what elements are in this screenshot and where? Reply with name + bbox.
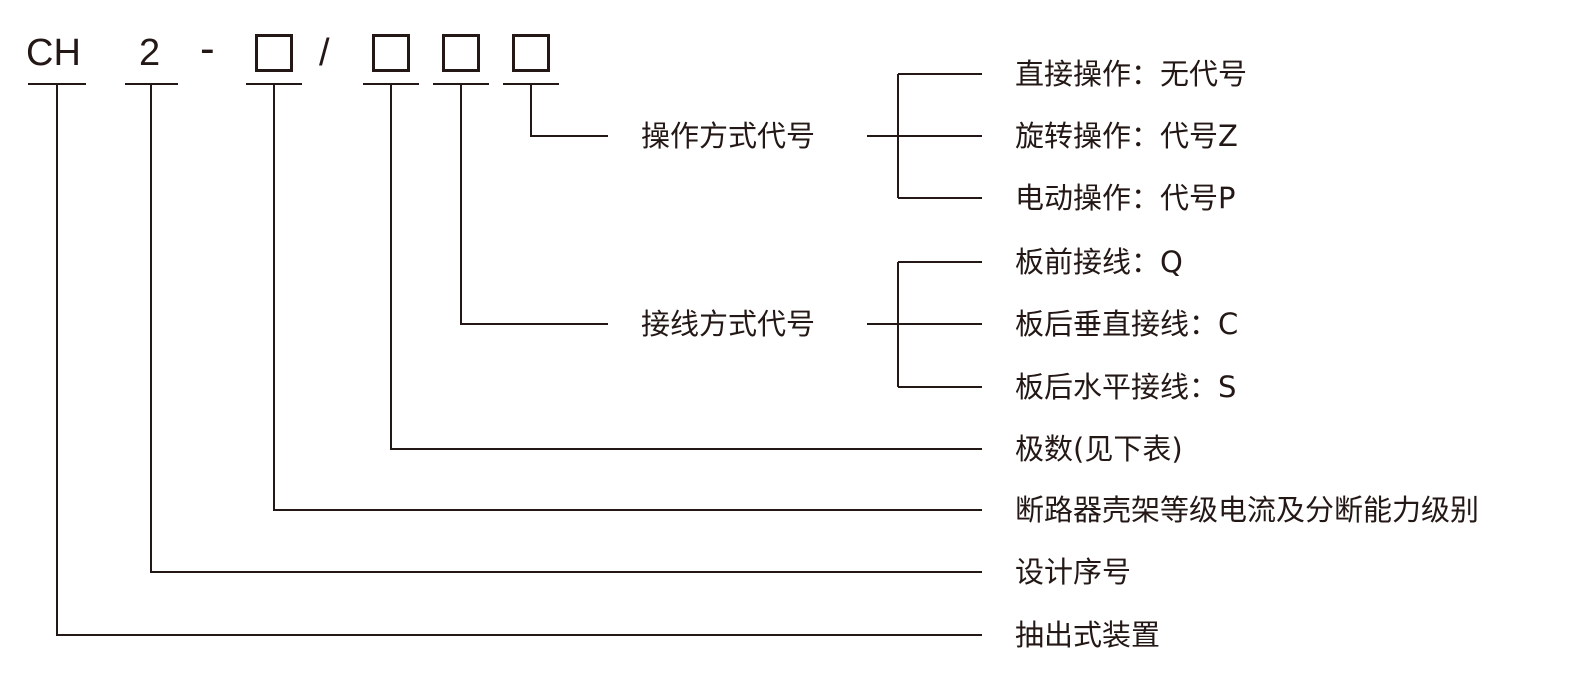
wiring-option-front: 板前接线：Q <box>1015 245 1183 279</box>
field-frame: 断路器壳架等级电流及分断能力级别 <box>1015 493 1480 527</box>
field-poles: 极数(见下表) <box>1015 432 1183 466</box>
code-slash: / <box>319 32 330 74</box>
wiring-option-rear-horizontal: 板后水平接线：S <box>1015 370 1237 404</box>
operation-option-rotary: 旋转操作：代号Z <box>1015 119 1238 153</box>
code-prefix: CH <box>26 32 81 74</box>
leader-frame <box>273 84 982 511</box>
code-box-wiring <box>442 34 480 72</box>
leader-drawout <box>56 84 982 636</box>
code-box-frame <box>255 34 293 72</box>
field-drawout: 抽出式装置 <box>1015 618 1161 652</box>
operation-option-motor: 电动操作：代号P <box>1015 181 1236 215</box>
code-series: 2 <box>139 32 161 74</box>
code-box-poles <box>372 34 410 72</box>
leader-operation <box>530 84 608 137</box>
operation-option-direct: 直接操作：无代号 <box>1015 57 1248 91</box>
field-design: 设计序号 <box>1015 555 1132 589</box>
leader-wiring <box>460 84 608 325</box>
wiring-option-rear-vertical: 板后垂直接线：C <box>1015 307 1239 341</box>
leader-design <box>150 84 982 573</box>
code-dash: - <box>200 24 215 73</box>
operation-group-title: 操作方式代号 <box>641 119 816 153</box>
code-box-operation <box>512 34 550 72</box>
leader-poles <box>390 84 982 450</box>
wiring-group-title: 接线方式代号 <box>641 307 816 341</box>
